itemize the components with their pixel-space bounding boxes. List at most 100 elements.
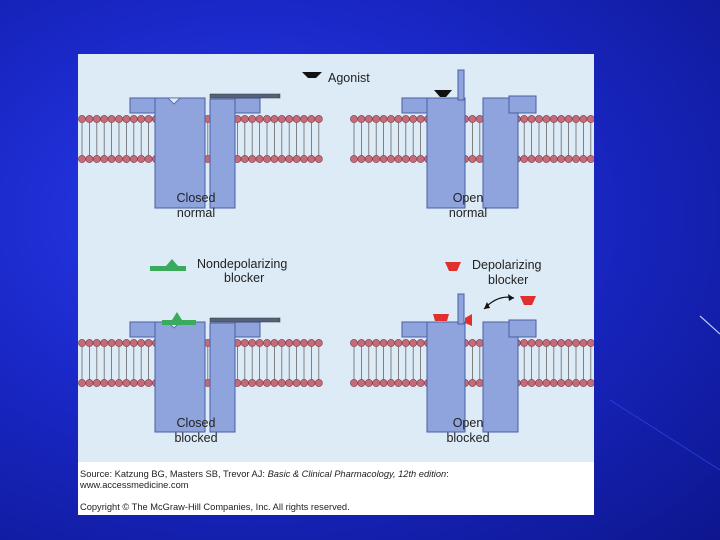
membrane-lipid-head <box>475 379 484 387</box>
membrane-lipid-head <box>115 155 123 163</box>
membrane-lipid-head <box>240 115 249 123</box>
membrane-lipid-head <box>572 155 580 163</box>
membrane-lipid-head <box>372 155 381 163</box>
membrane-lipid-head <box>115 379 123 387</box>
membrane-lipid-head <box>248 339 257 347</box>
membrane-lipid-head <box>579 339 588 347</box>
membrane-lipid-head <box>78 155 86 163</box>
channel-right-subunit <box>482 97 519 209</box>
membrane-lipid-head <box>350 155 358 163</box>
membrane-lipid-head <box>263 115 271 123</box>
membrane-lipid-head <box>122 339 131 347</box>
membrane-lipid-head <box>409 115 418 123</box>
channel-right-subunit <box>482 321 519 433</box>
membrane-lipid-head <box>115 339 123 347</box>
membrane-lipid-head <box>416 379 425 387</box>
channel-right-cap <box>508 95 537 114</box>
membrane-lipid-head <box>527 115 536 123</box>
binding-site <box>167 97 181 105</box>
membrane-lipid-head <box>520 379 529 387</box>
membrane-lipid-head <box>379 115 388 123</box>
depolarizing-legend-label-1: Depolarizing <box>472 258 542 272</box>
membrane-lipid-head <box>542 155 551 163</box>
membrane-lipid-head <box>144 155 153 163</box>
membrane-lipid-head <box>364 115 373 123</box>
depolarizing-legend-label-2: blocker <box>488 273 529 287</box>
membrane-lipid-head <box>277 155 286 163</box>
membrane-lipid-head <box>564 155 573 163</box>
membrane-lipid-head <box>292 339 301 347</box>
membrane-lipid-head <box>564 339 573 347</box>
panel-caption-closed-normal-1: Closed <box>176 191 216 205</box>
nondepolarizing-legend-icon <box>150 259 186 271</box>
open-gate <box>457 69 465 101</box>
membrane-lipid-head <box>300 339 308 347</box>
membrane-lipid-head <box>263 155 271 163</box>
membrane-lipid-head <box>300 155 308 163</box>
membrane-lipid-head <box>129 155 138 163</box>
membrane-lipid-head <box>542 115 551 123</box>
membrane-lipid-head <box>248 379 257 387</box>
membrane-lipid-head <box>307 155 316 163</box>
membrane-lipid-head <box>277 115 286 123</box>
membrane-lipid-head <box>579 155 588 163</box>
membrane-lipid-head <box>564 115 573 123</box>
agonist-legend-label: Agonist <box>328 71 370 85</box>
membrane-lipid-head <box>572 379 580 387</box>
membrane-lipid-head <box>527 379 536 387</box>
figure-panel: Agonist Nondepolarizing blocker Depolari… <box>78 54 594 515</box>
membrane-lipid-head <box>270 115 279 123</box>
exchange-arrow-head <box>484 302 490 309</box>
membrane-lipid-head <box>255 155 264 163</box>
membrane-lipid-head <box>248 115 257 123</box>
channel-right-subunit <box>209 322 236 433</box>
membrane-lipid-head <box>394 155 403 163</box>
free-depolarizing-blocker <box>520 296 536 305</box>
membrane-lipid-head <box>579 379 588 387</box>
nondepolarizing-legend-label-1: Nondepolarizing <box>197 257 288 271</box>
membrane-lipid-head <box>107 115 116 123</box>
membrane-lipid-head <box>137 339 146 347</box>
membrane-lipid-head <box>357 115 366 123</box>
membrane-lipid-head <box>292 115 301 123</box>
membrane-lipid-head <box>357 379 366 387</box>
membrane-lipid-head <box>350 379 358 387</box>
membrane-lipid-head <box>557 379 566 387</box>
membrane-lipid-head <box>144 379 153 387</box>
membrane-lipid-head <box>586 379 594 387</box>
membrane-lipid-head <box>557 155 566 163</box>
membrane-lipid-head <box>122 155 131 163</box>
open-gate <box>457 293 465 325</box>
membrane-lipid-head <box>92 155 101 163</box>
membrane-lipid-head <box>416 115 425 123</box>
membrane-lipid-head <box>92 339 101 347</box>
membrane-lipid-head <box>100 379 109 387</box>
membrane-lipid-head <box>107 379 116 387</box>
membrane-lipid-head <box>372 379 381 387</box>
membrane-lipid-head <box>416 339 425 347</box>
membrane-lipid-head <box>416 155 425 163</box>
membrane-lipid-head <box>394 339 403 347</box>
channel-right-cap <box>234 321 261 338</box>
membrane-lipid-head <box>387 155 395 163</box>
nondepolarizing-legend-label-2: blocker <box>224 271 265 285</box>
membrane-lipid-head <box>527 339 536 347</box>
membrane-lipid-head <box>409 379 418 387</box>
membrane-lipid-head <box>78 339 86 347</box>
membrane-lipid-head <box>240 339 249 347</box>
membrane-lipid-head <box>379 339 388 347</box>
source-website: www.accessmedicine.com <box>80 480 189 490</box>
panel-caption-open-normal-2: normal <box>448 206 488 220</box>
membrane-lipid-head <box>535 339 543 347</box>
membrane-lipid-head <box>579 115 588 123</box>
channel-left-subunit <box>154 97 206 209</box>
membrane-lipid-head <box>364 339 373 347</box>
membrane-lipid-head <box>137 115 146 123</box>
membrane-lipid-head <box>107 155 116 163</box>
membrane-lipid-head <box>307 379 316 387</box>
membrane-lipid-head <box>277 339 286 347</box>
membrane-lipid-head <box>409 339 418 347</box>
membrane-lipid-head <box>394 379 403 387</box>
membrane-lipid-head <box>475 155 484 163</box>
